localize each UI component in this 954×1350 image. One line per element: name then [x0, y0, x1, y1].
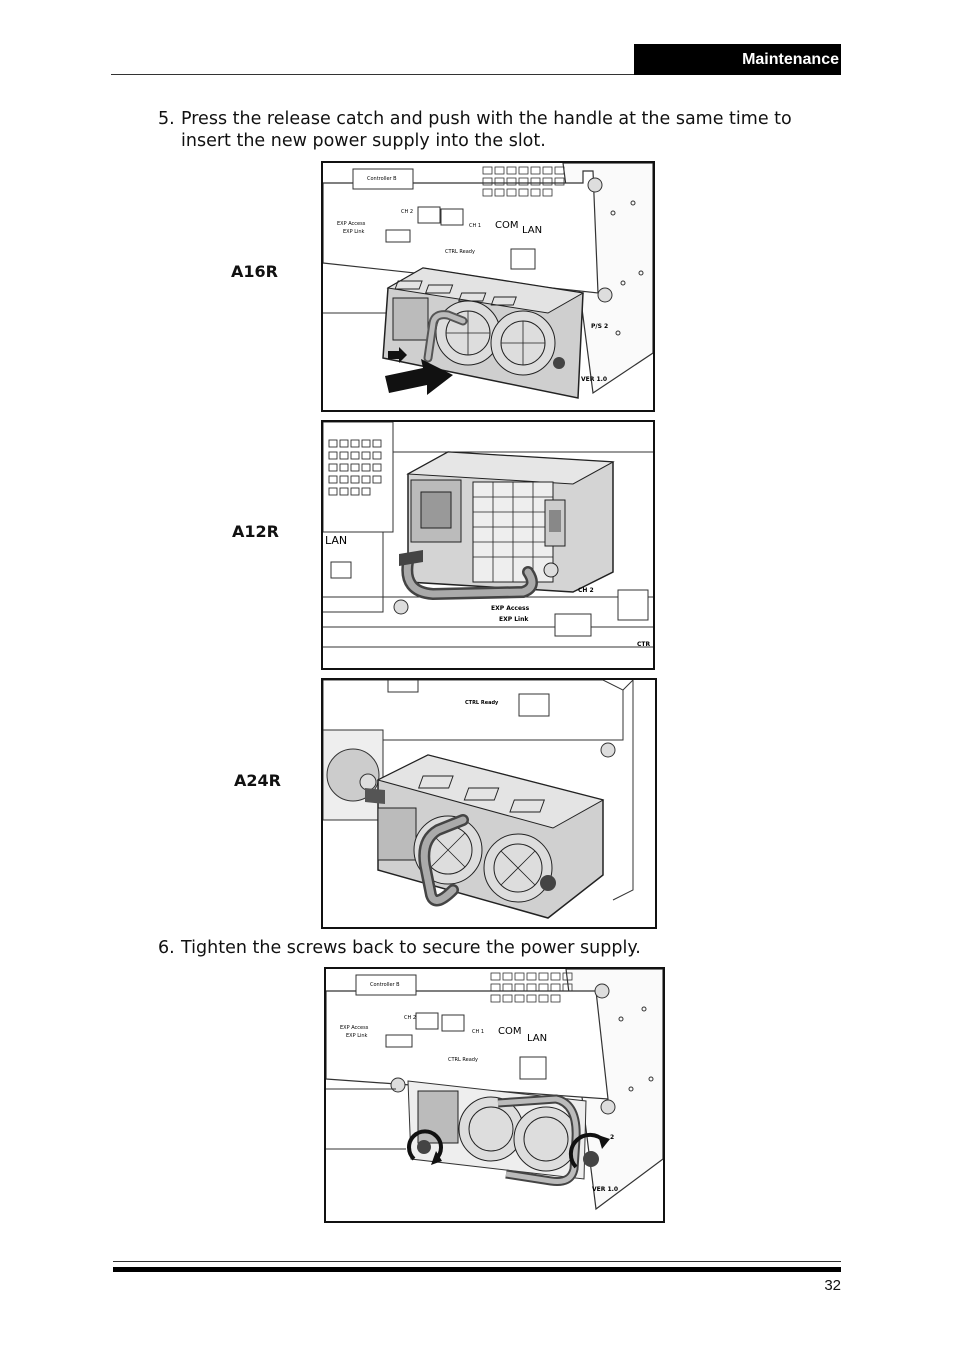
com-label: COM — [498, 1026, 521, 1037]
header-rule — [111, 74, 841, 75]
ps-label: 2 — [610, 1134, 614, 1141]
model-label-a12r: A12R — [232, 522, 279, 541]
exp-link-label: EXP Link — [346, 1033, 368, 1039]
ctrl-ready-label: CTRL Ready — [445, 249, 475, 255]
figure-tighten-screws: Controller B CH 2 CH 1 COM LAN EXP Acces… — [324, 967, 665, 1223]
figure-a16r: Controller B CH 2 CH 1 COM LAN EXP Acces… — [321, 161, 655, 412]
step-text-line1: Press the release catch and push with th… — [181, 109, 792, 129]
step-number: 5. — [158, 109, 175, 129]
step-number: 6. — [158, 938, 175, 958]
ps-label: P/S 2 — [591, 323, 608, 330]
step-5: 5. Press the release catch and push with… — [158, 108, 848, 154]
lan-label: LAN — [522, 225, 542, 236]
controller-label: Controller B — [367, 176, 397, 182]
exp-link-label: EXP Link — [343, 229, 365, 235]
figure-a12r: LAN CH 2 EXP Access EXP Link CTR — [321, 420, 655, 670]
lan-label: LAN — [325, 534, 347, 547]
exp-access-label: EXP Access — [340, 1025, 369, 1031]
ch2-label: CH 2 — [578, 587, 594, 594]
ver-label: VER 1.0 — [581, 376, 607, 383]
ctr-label: CTR — [637, 641, 650, 648]
controller-label: Controller B — [370, 982, 400, 988]
section-title: Maintenance — [634, 44, 841, 75]
step-text-line2: insert the new power supply into the slo… — [181, 131, 546, 151]
ctrl-ready-label: CTRL Ready — [465, 700, 499, 706]
footer-bar — [113, 1267, 841, 1272]
footer-rule — [113, 1261, 841, 1262]
model-label-a24r: A24R — [234, 771, 281, 790]
ctrl-ready-label: CTRL Ready — [448, 1057, 478, 1063]
model-label-a16r: A16R — [231, 262, 278, 281]
exp-access-label: EXP Access — [491, 605, 530, 612]
ch2-label: CH 2 — [401, 209, 413, 215]
exp-access-label: EXP Access — [337, 221, 366, 227]
ch2-label: CH 2 — [404, 1015, 416, 1021]
figure-a24r: CTRL Ready — [321, 678, 657, 929]
exp-link-label: EXP Link — [499, 616, 529, 623]
ch1-label: CH 1 — [469, 223, 481, 229]
page-number: 32 — [824, 1277, 841, 1294]
step-text-line1: Tighten the screws back to secure the po… — [181, 938, 641, 958]
ch1-label: CH 1 — [472, 1029, 484, 1035]
com-label: COM — [495, 220, 518, 231]
ver-label: VER 1.0 — [592, 1186, 618, 1193]
step-6: 6. Tighten the screws back to secure the… — [158, 937, 848, 959]
lan-label: LAN — [527, 1033, 547, 1044]
